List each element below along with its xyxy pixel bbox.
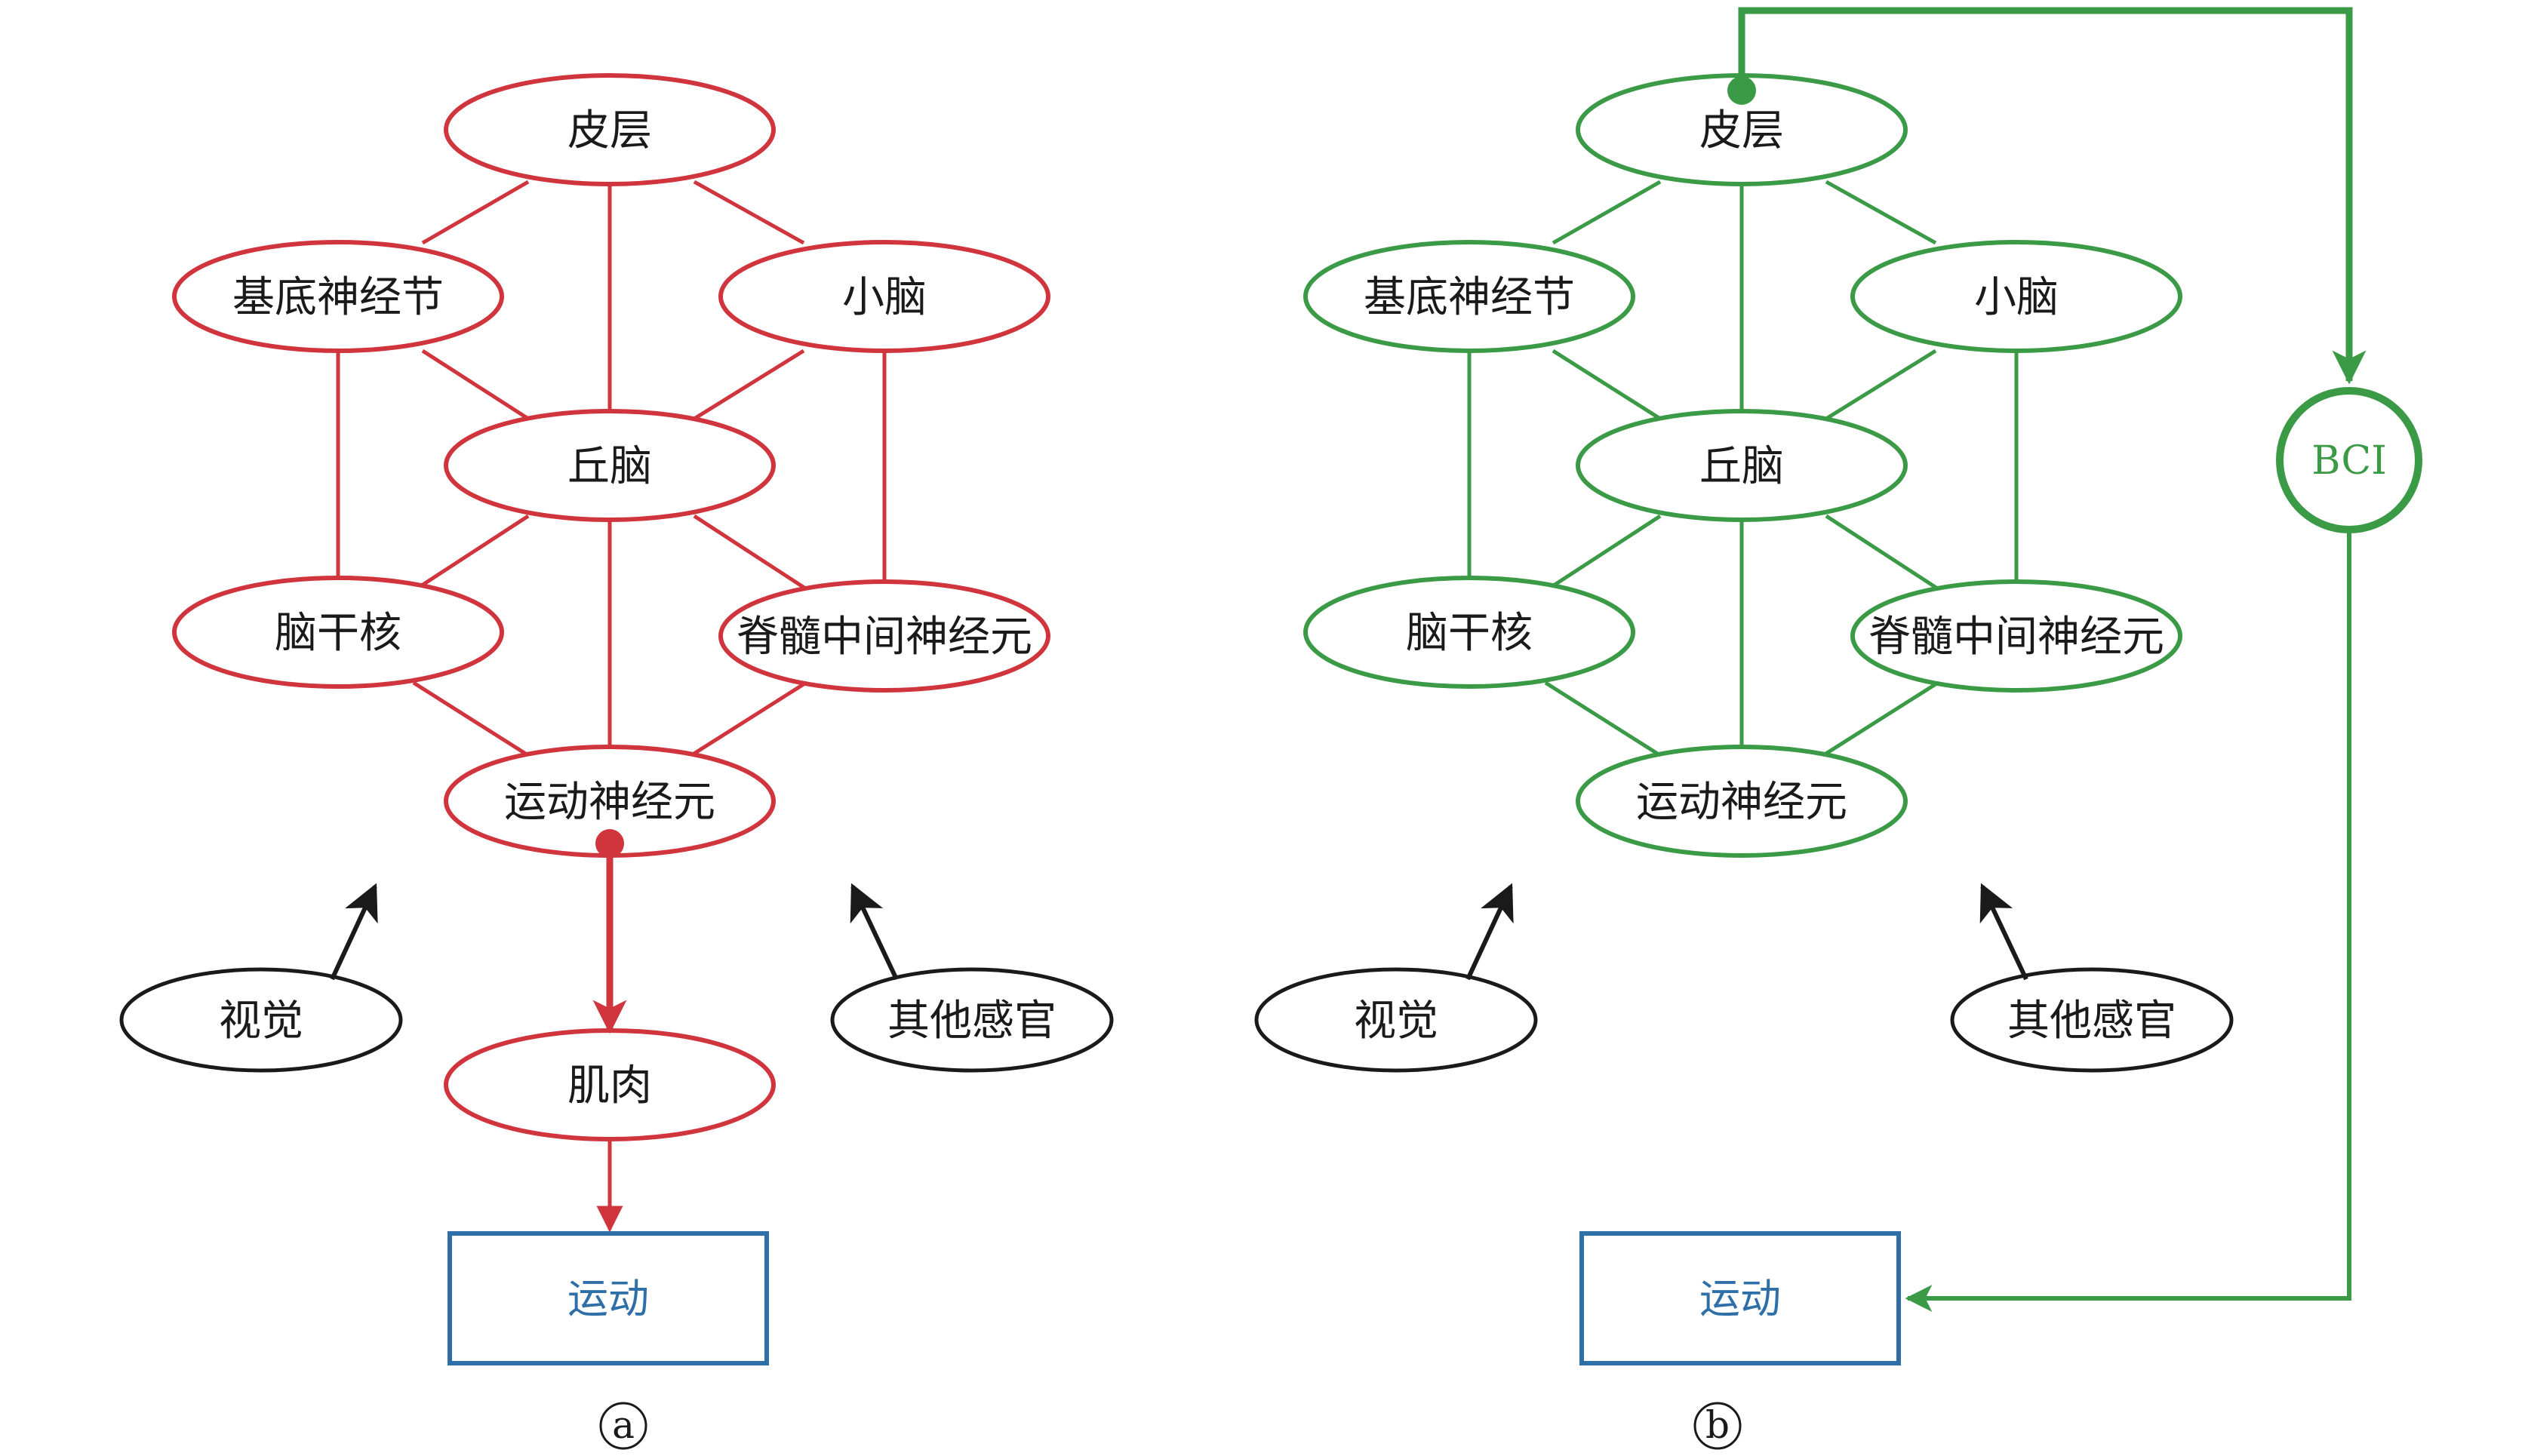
node-other-senses [830, 967, 1114, 1073]
label-b-vision: 视觉 [1354, 997, 1438, 1046]
panel-b-sensory-nodes [1254, 967, 2234, 1073]
node-b-spinal-interneurons [1850, 579, 2182, 693]
panel-a-caption: a [612, 1403, 635, 1447]
label-movement: 运动 [567, 1275, 649, 1322]
label-thalamus: 丘脑 [567, 442, 652, 491]
panel-a-connections [336, 180, 887, 757]
label-basal-ganglia: 基底神经节 [232, 273, 444, 322]
panel-a-vision-arrow [330, 883, 378, 981]
node-b-cerebellum [1850, 240, 2182, 353]
label-other-senses: 其他感官 [887, 997, 1056, 1046]
panel-b-vision-arrow [1465, 883, 1514, 981]
node-cerebellum [718, 240, 1050, 353]
label-motor-neurons: 运动神经元 [504, 778, 715, 827]
node-b-vision [1254, 967, 1538, 1073]
panel-b-bci-input-path [1738, 7, 2367, 385]
panel-b-connections [1467, 180, 2019, 757]
label-muscle: 肌肉 [567, 1061, 652, 1110]
node-cortex [444, 73, 776, 186]
panel-b-caption-circle [1693, 1402, 1742, 1450]
label-b-other-senses: 其他感官 [2007, 997, 2176, 1046]
panel-b-nodes [1303, 73, 2182, 858]
panel-b-movement-box [1579, 1231, 1901, 1365]
panel-a-sensory-nodes [119, 967, 1114, 1073]
label-b-cortex: 皮层 [1699, 106, 1784, 155]
label-bci: BCI [2311, 438, 2387, 484]
node-b-brainstem-nuclei [1303, 576, 1635, 689]
label-cerebellum: 小脑 [842, 273, 927, 322]
panel-a: 皮层 基底神经节 小脑 丘脑 脑干核 脊髓中间神经元 运动神经元 肌肉 视觉 其… [119, 73, 1114, 1450]
panel-b: BCI 皮层 基底神经节 小脑 丘脑 脑干核 脊髓中间神经元 运动神经元 视觉 … [1254, 7, 2422, 1450]
label-b-motor-neurons: 运动神经元 [1636, 778, 1847, 827]
node-basal-ganglia [172, 240, 504, 353]
label-spinal-interneurons: 脊髓中间神经元 [737, 613, 1032, 662]
panel-b-senses-arrow [1979, 883, 2028, 981]
label-b-cerebellum: 小脑 [1974, 273, 2059, 322]
label-b-movement: 运动 [1699, 1275, 1781, 1322]
panel-b-caption: b [1705, 1403, 1730, 1447]
node-b-thalamus [1576, 409, 1908, 522]
panel-a-senses-arrow [850, 883, 899, 981]
panel-a-caption-circle [599, 1402, 647, 1450]
panel-b-bci-output-path [1905, 530, 2351, 1312]
label-brainstem-nuclei: 脑干核 [275, 609, 401, 658]
node-b-basal-ganglia [1303, 240, 1635, 353]
panel-a-movement-box [447, 1231, 769, 1365]
label-b-brainstem-nuclei: 脑干核 [1406, 609, 1533, 658]
node-b-other-senses [1950, 967, 2234, 1073]
label-b-basal-ganglia: 基底神经节 [1364, 273, 1575, 322]
label-b-thalamus: 丘脑 [1699, 442, 1784, 491]
panel-a-nodes [172, 73, 1050, 1141]
node-thalamus [444, 409, 776, 522]
label-vision: 视觉 [219, 997, 303, 1046]
node-spinal-interneurons [718, 579, 1050, 693]
label-b-spinal-interneurons: 脊髓中间神经元 [1868, 613, 2164, 662]
node-brainstem-nuclei [172, 576, 504, 689]
node-b-motor-neurons [1576, 745, 1908, 858]
label-cortex: 皮层 [567, 106, 652, 155]
node-vision [119, 967, 403, 1073]
